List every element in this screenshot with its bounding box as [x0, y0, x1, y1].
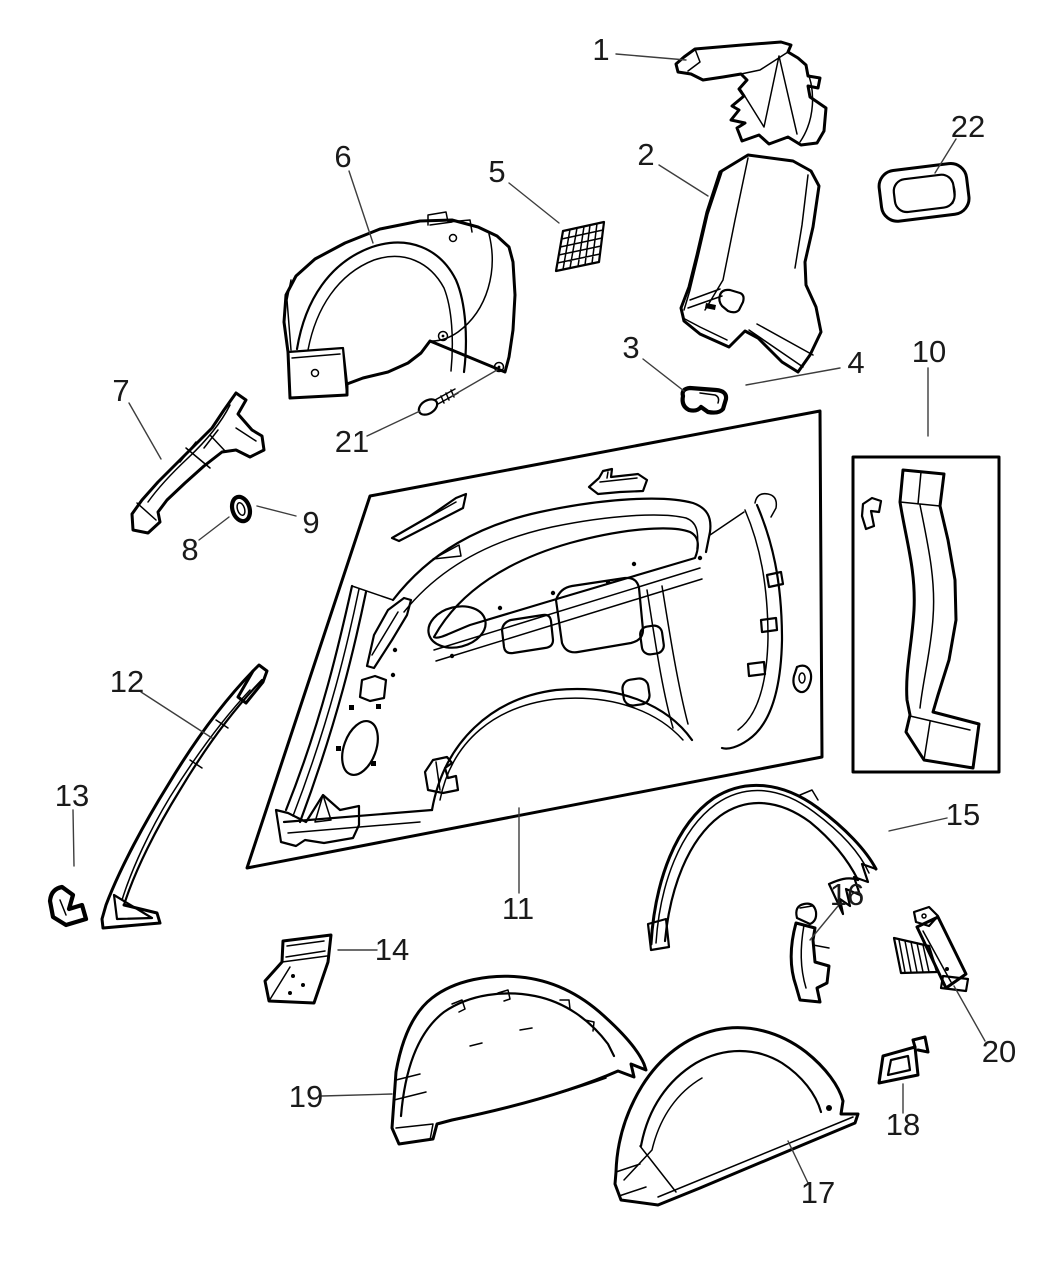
part-14-corner-bracket-drawing	[263, 933, 333, 1005]
part-22-bezel-ring-drawing	[877, 162, 971, 223]
callout-17: 17	[801, 1175, 835, 1210]
part-18-retainer-plate-drawing	[877, 1035, 930, 1085]
callout-10: 10	[912, 334, 946, 369]
leader-4	[745, 367, 841, 386]
leader-16	[809, 905, 839, 941]
part-19-inner-wheelhouse-drawing	[390, 974, 648, 1146]
callout-13: 13	[55, 778, 89, 813]
leader-1	[615, 53, 687, 61]
callout-2: 2	[637, 137, 654, 172]
part-12-sill-rail-drawing	[100, 663, 269, 930]
part-16-support-bracket-drawing	[789, 902, 831, 1004]
leader-2	[658, 164, 709, 197]
leader-19	[321, 1093, 393, 1097]
leader-12	[140, 691, 213, 739]
callout-21: 21	[335, 424, 369, 459]
leader-7	[128, 402, 162, 460]
callout-14: 14	[375, 932, 409, 967]
part-6-splash-shield-drawing	[282, 211, 517, 400]
callout-18: 18	[886, 1107, 920, 1142]
leader-6	[348, 170, 374, 244]
callout-19: 19	[289, 1079, 323, 1114]
part-13-clip-drawing	[47, 884, 89, 928]
part-21-screw-drawing	[417, 388, 459, 416]
leader-20	[953, 985, 986, 1042]
part-20-ribbed-bracket-drawing	[892, 905, 970, 993]
leader-lines	[72, 53, 986, 1184]
part-1-upper-bracket-drawing	[674, 40, 828, 147]
part-7-support-bracket-drawing	[130, 391, 266, 535]
leader-21	[366, 369, 498, 437]
callout-8: 8	[181, 532, 198, 567]
part-8-grommet-ring-drawing	[229, 494, 253, 524]
callout-1: 1	[592, 32, 609, 67]
leader-13	[72, 809, 75, 867]
callout-4: 4	[847, 345, 864, 380]
leader-3	[642, 358, 685, 392]
part-17-outer-wheelhouse-drawing	[613, 1026, 860, 1207]
callout-6: 6	[334, 139, 351, 174]
part-10-pillar-reinforcement-drawing	[851, 455, 1001, 774]
callout-20: 20	[982, 1034, 1016, 1069]
callout-7: 7	[112, 373, 129, 408]
weld-dots	[336, 555, 703, 766]
part-3-bean-bracket-drawing	[680, 385, 729, 415]
leader-8	[198, 516, 230, 541]
callout-11: 11	[502, 891, 534, 926]
callout-labels: 1 2 3 4 5 6 7 8 9 10 11 12 13 14 15 16 1…	[55, 32, 1016, 1210]
part-15-wheel-arch-rim-drawing	[646, 783, 878, 952]
leader-9	[256, 505, 297, 517]
callout-5: 5	[488, 154, 505, 189]
leader-15	[888, 817, 948, 832]
part-5-mesh-patch-drawing	[554, 220, 606, 273]
callout-12: 12	[110, 664, 144, 699]
part-2-pillar-panel-drawing	[679, 153, 823, 374]
callout-16: 16	[830, 877, 864, 912]
leader-22	[934, 138, 957, 174]
callout-15: 15	[946, 797, 980, 832]
leader-5	[508, 182, 560, 224]
callout-22: 22	[951, 109, 985, 144]
callout-9: 9	[302, 505, 319, 540]
leader-17	[787, 1140, 809, 1184]
part-11-quarter-inner-panel-drawing	[245, 409, 824, 870]
callout-3: 3	[622, 330, 639, 365]
